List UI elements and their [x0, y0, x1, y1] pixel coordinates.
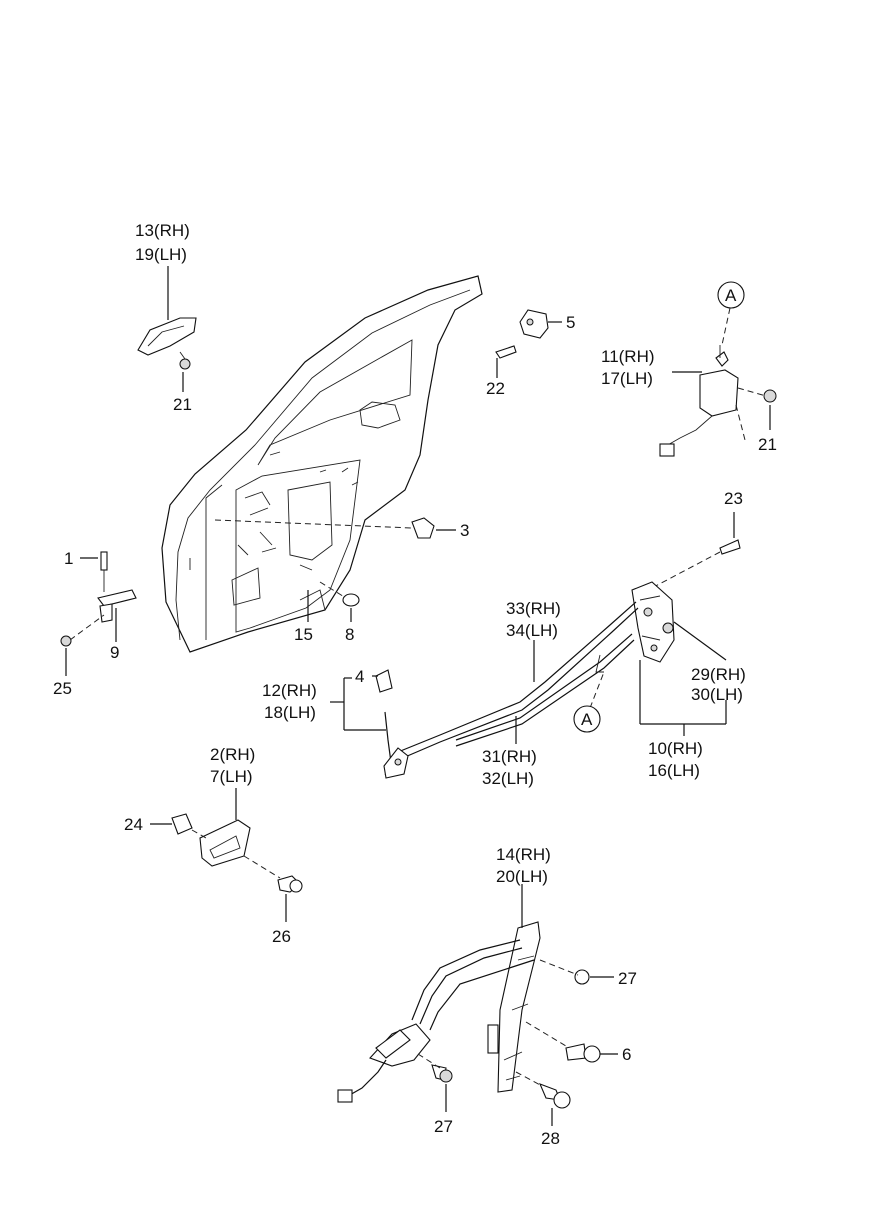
label-33-34: 33(RH): [506, 599, 561, 618]
label-10-16-lh: 16(LH): [648, 761, 700, 780]
label-12-18: 12(RH): [262, 681, 317, 700]
label-2-7: 2(RH): [210, 745, 255, 764]
label-2-7-lh: 7(LH): [210, 767, 253, 786]
label-1: 1: [64, 549, 73, 568]
striker-5: [495, 309, 549, 359]
label-11-17-lh: 17(LH): [601, 369, 653, 388]
ref-circle-a-top: [717, 281, 745, 309]
label-27-right: 27: [618, 969, 637, 988]
door-panel-15: [161, 275, 483, 653]
label-23: 23: [724, 489, 743, 508]
label-12-18-lh: 18(LH): [264, 703, 316, 722]
label-25: 25: [53, 679, 72, 698]
label-21-top: 21: [173, 395, 192, 414]
label-6: 6: [622, 1045, 631, 1064]
label-33-34-lh: 34(LH): [506, 621, 558, 640]
label-22: 22: [486, 379, 505, 398]
label-24: 24: [124, 815, 143, 834]
clip-3: [411, 517, 435, 539]
label-31-32-lh: 32(LH): [482, 769, 534, 788]
ref-circle-a-bottom: [573, 705, 601, 733]
ref-label-a-bottom: A: [581, 710, 593, 729]
bolt-23: [719, 539, 741, 555]
label-28: 28: [541, 1129, 560, 1148]
label-5: 5: [566, 313, 575, 332]
label-31-32: 31(RH): [482, 747, 537, 766]
door-check-9: [60, 551, 137, 647]
outside-handle-13: [137, 317, 197, 370]
label-8: 8: [345, 625, 354, 644]
label-4: 4: [355, 667, 364, 686]
label-14-20-lh: 20(LH): [496, 867, 548, 886]
label-29-30-lh: 30(LH): [691, 685, 743, 704]
label-27-bottom: 27: [434, 1117, 453, 1136]
grommet-8: [342, 593, 360, 607]
label-15: 15: [294, 625, 313, 644]
label-21-right: 21: [758, 435, 777, 454]
label-3: 3: [460, 521, 469, 540]
label-13-19: 13(RH): [135, 221, 190, 240]
label-11-17: 11(RH): [601, 347, 655, 366]
label-14-20: 14(RH): [496, 845, 551, 864]
ref-label-a-top: A: [725, 286, 737, 305]
label-26: 26: [272, 927, 291, 946]
label-29-30: 29(RH): [691, 665, 746, 684]
lock-rods-33-31: [397, 601, 639, 761]
inside-handle-2: [171, 813, 303, 893]
window-regulator-14: [337, 921, 601, 1109]
label-9: 9: [110, 643, 119, 662]
label-13-19-lh: 19(LH): [135, 245, 187, 264]
door-lock-actuator-11: [659, 307, 777, 457]
label-10-16: 10(RH): [648, 739, 703, 758]
inside-handle-rod-12: [375, 669, 409, 779]
door-latch-10: [631, 581, 675, 663]
